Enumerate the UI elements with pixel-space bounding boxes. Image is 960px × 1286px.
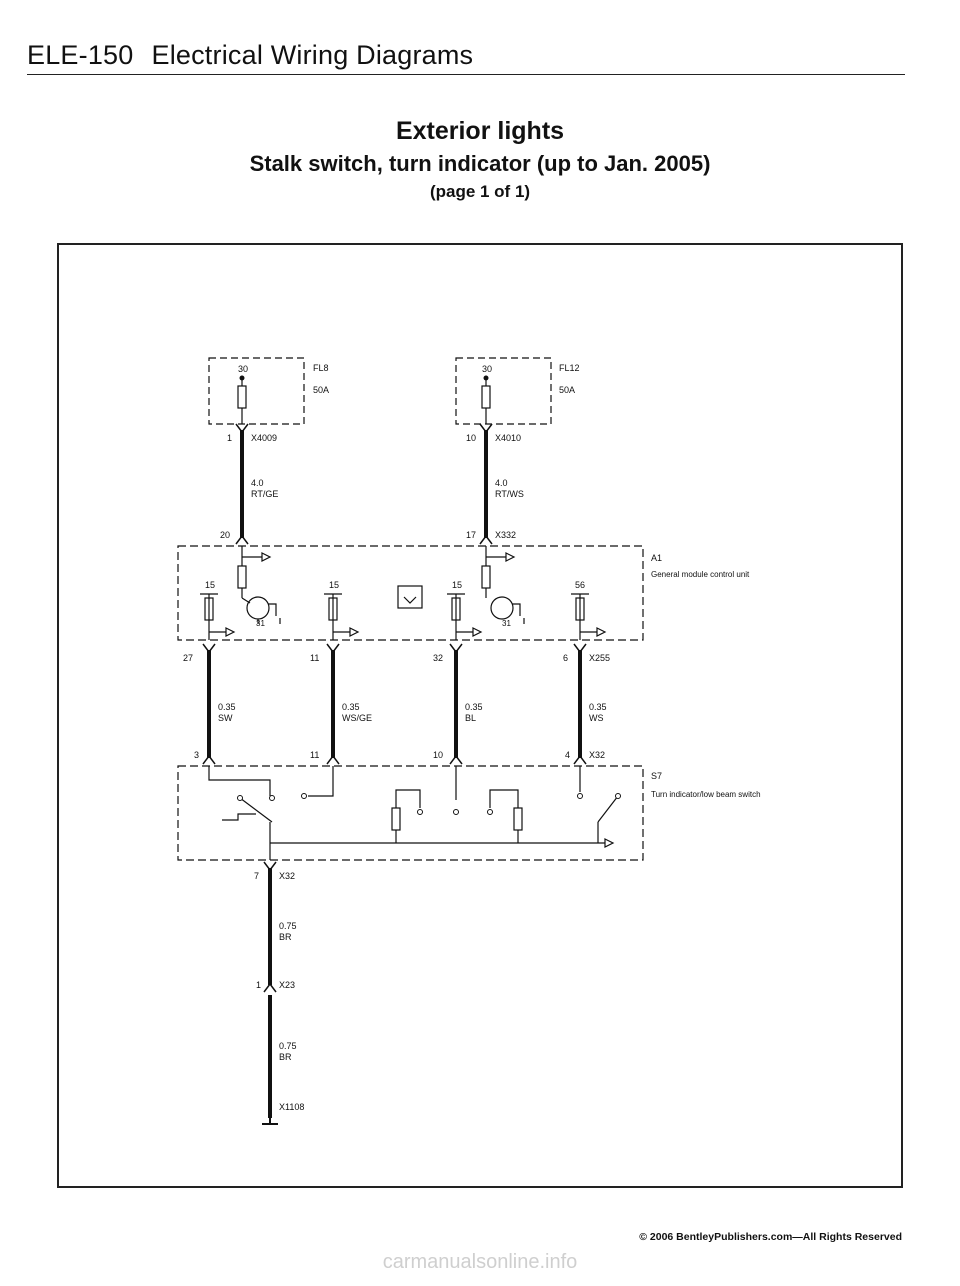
copyright-notice: © 2006 BentleyPublishers.com—All Rights … bbox=[639, 1231, 902, 1243]
x32-bottom-pin: 7 bbox=[254, 871, 259, 881]
x32-pin-10: 10 bbox=[433, 750, 443, 760]
page-header: ELE-150 Electrical Wiring Diagrams bbox=[27, 40, 473, 71]
wire1-size: 4.0 bbox=[251, 478, 264, 488]
wire8-size: 0.75 bbox=[279, 1041, 297, 1051]
x32-pin-11: 11 bbox=[310, 750, 319, 760]
a1-pin-15b: 15 bbox=[329, 580, 339, 590]
x4009-pin: 1 bbox=[227, 433, 232, 443]
fl12-rating: 50A bbox=[559, 385, 575, 395]
x23-name: X23 bbox=[279, 980, 295, 990]
wire6-size: 0.35 bbox=[589, 702, 607, 712]
diagram-frame bbox=[57, 243, 903, 1188]
fuse-fl8-symbol bbox=[237, 385, 247, 409]
fuse-box-fl12 bbox=[455, 357, 552, 425]
diagram-title: Exterior lights bbox=[395, 117, 565, 145]
s7-name: Turn indicator/low beam switch bbox=[651, 790, 761, 799]
wire4-size: 0.35 bbox=[342, 702, 360, 712]
wire5-color: BL bbox=[465, 713, 476, 723]
fl8-terminal: 30 bbox=[238, 364, 248, 374]
a1-pin-15c: 15 bbox=[452, 580, 462, 590]
header-title: Electrical Wiring Diagrams bbox=[151, 40, 474, 70]
fl8-rating: 50A bbox=[313, 385, 329, 395]
wire2-size: 4.0 bbox=[495, 478, 508, 488]
switch-s7-box bbox=[177, 765, 644, 861]
x23-pin: 1 bbox=[256, 980, 261, 990]
x4010-pin: 10 bbox=[466, 433, 476, 443]
wire8-color: BR bbox=[279, 1052, 292, 1062]
x32-bottom-name: X32 bbox=[279, 871, 295, 881]
x255-pin-11: 11 bbox=[310, 653, 319, 663]
switch-s7-lever bbox=[239, 797, 273, 823]
x1108-name: X1108 bbox=[279, 1102, 304, 1112]
x4010-name: X4010 bbox=[495, 433, 521, 443]
header-rule bbox=[27, 74, 905, 75]
wire5-size: 0.35 bbox=[465, 702, 483, 712]
a1-pin-56: 56 bbox=[575, 580, 585, 590]
fl12-name: FL12 bbox=[559, 363, 580, 373]
x255-name: X255 bbox=[589, 653, 610, 663]
a1-name: General module control unit bbox=[651, 570, 750, 579]
wire7-size: 0.75 bbox=[279, 921, 297, 931]
a1-gnd-31b: 31 bbox=[502, 619, 511, 628]
x332-pin-right: 17 bbox=[466, 530, 476, 540]
x32-pin-3: 3 bbox=[194, 750, 199, 760]
wire3-size: 0.35 bbox=[218, 702, 236, 712]
fl8-name: FL8 bbox=[313, 363, 329, 373]
x255-pin-32: 32 bbox=[433, 653, 443, 663]
fuse-box-fl8 bbox=[208, 357, 305, 425]
a1-pin-15a: 15 bbox=[205, 580, 215, 590]
x32-pin-4: 4 bbox=[565, 750, 570, 760]
fl12-terminal: 30 bbox=[482, 364, 492, 374]
wire1-color: RT/GE bbox=[251, 489, 278, 499]
x332-name: X332 bbox=[495, 530, 516, 540]
page-indicator: (page 1 of 1) bbox=[429, 182, 531, 201]
wire4-color: WS/GE bbox=[342, 713, 372, 723]
wire3-color: SW bbox=[218, 713, 233, 723]
a1-gnd-31a: 31 bbox=[256, 619, 265, 628]
x332-pin-left: 20 bbox=[220, 530, 230, 540]
wire2-color: RT/WS bbox=[495, 489, 524, 499]
transistor-a1-left bbox=[246, 596, 270, 620]
module-a1-logic-block bbox=[397, 585, 423, 609]
a1-id: A1 bbox=[651, 553, 662, 563]
x255-pin-27: 27 bbox=[183, 653, 193, 663]
header-code: ELE-150 bbox=[27, 40, 134, 70]
x4009-name: X4009 bbox=[251, 433, 277, 443]
wire7-color: BR bbox=[279, 932, 292, 942]
s7-id: S7 bbox=[651, 771, 662, 781]
fuse-fl12-symbol bbox=[481, 385, 491, 409]
x255-pin-6: 6 bbox=[563, 653, 568, 663]
site-watermark: carmanualsonline.info bbox=[382, 1251, 578, 1273]
transistor-a1-right bbox=[490, 596, 514, 620]
diagram-subtitle: Stalk switch, turn indicator (up to Jan.… bbox=[249, 151, 711, 176]
module-a1-box bbox=[177, 545, 644, 641]
x32-top-name: X32 bbox=[589, 750, 605, 760]
wire6-color: WS bbox=[589, 713, 604, 723]
